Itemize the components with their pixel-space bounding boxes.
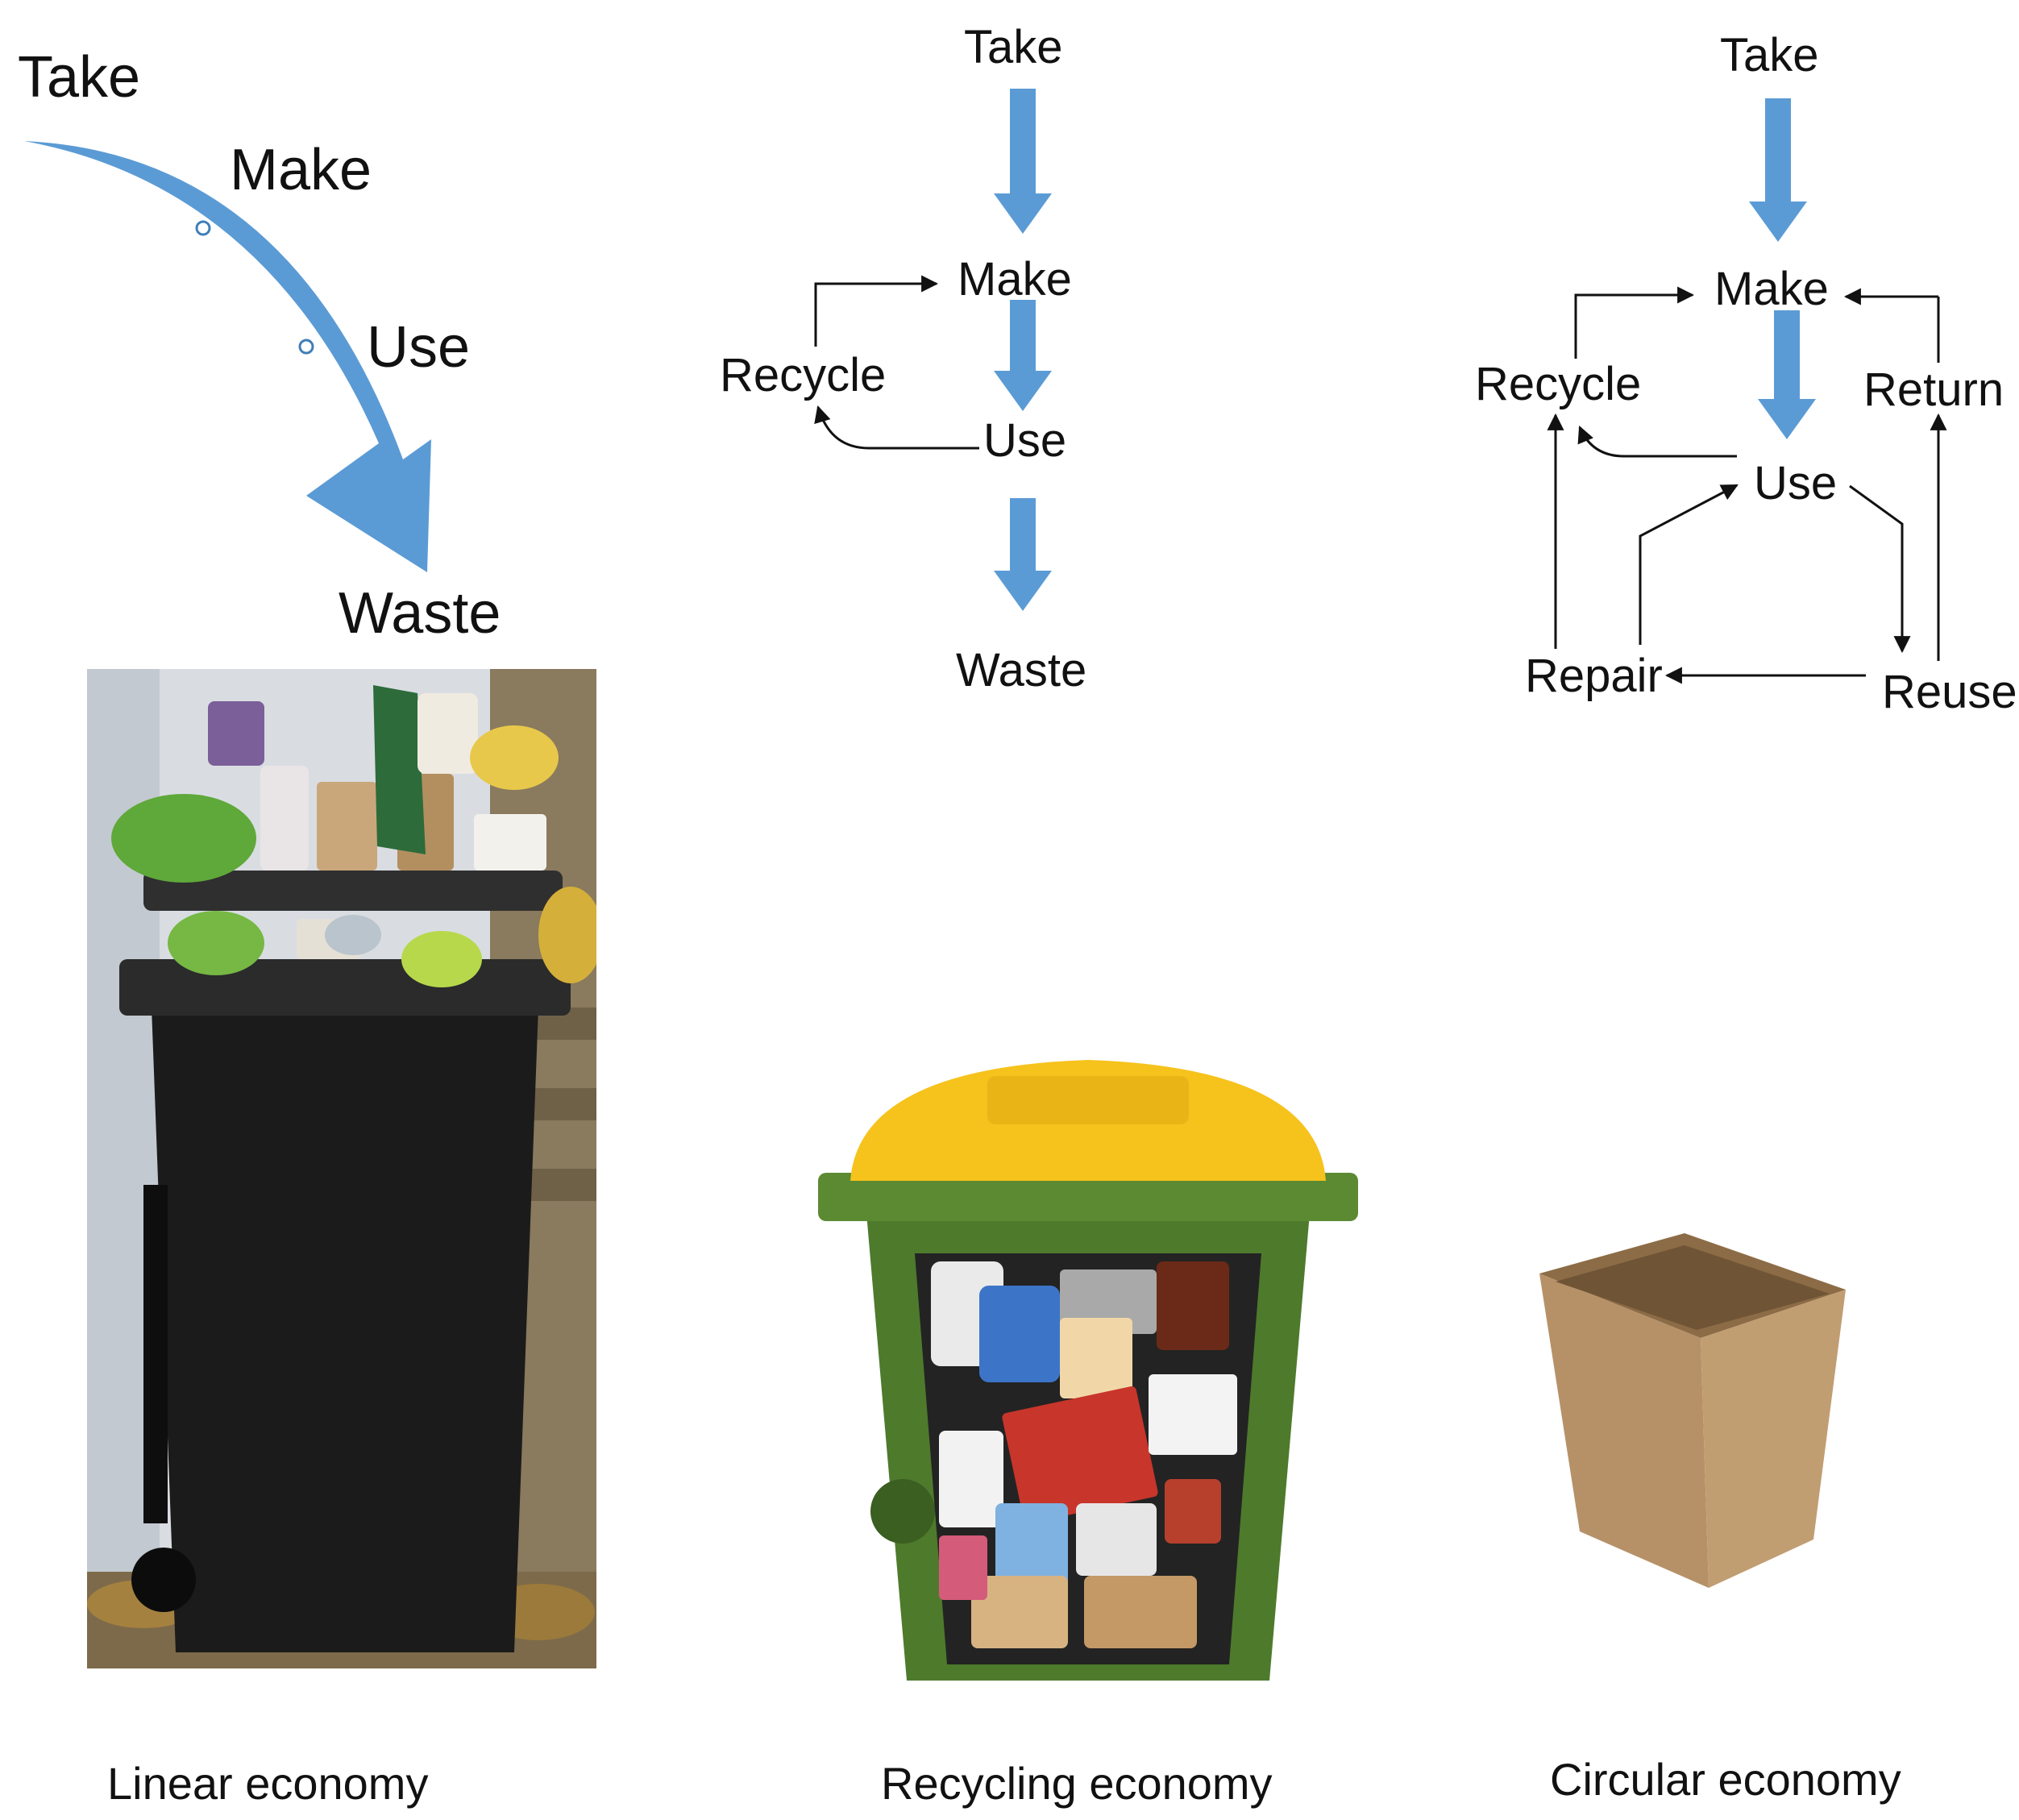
circular-reuse-label: Reuse — [1882, 666, 2017, 718]
recycling-bin-image — [818, 1060, 1358, 1681]
circular-make-label: Make — [1714, 263, 1829, 315]
recycling-waste-label: Waste — [956, 644, 1087, 696]
linear-take-label: Take — [18, 45, 141, 110]
linear-waste-label: Waste — [339, 581, 501, 646]
recycling-use-label: Use — [983, 414, 1067, 467]
overflowing-black-bin-image — [87, 669, 596, 1668]
linear-make-label: Make — [230, 138, 372, 202]
recycling-recycle-label: Recycle — [720, 349, 887, 401]
recycling-economy-caption: Recycling economy — [881, 1758, 1273, 1809]
circular-use-label: Use — [1754, 457, 1838, 509]
linear-use-label: Use — [367, 315, 471, 380]
circular-repair-label: Repair — [1525, 650, 1663, 702]
circular-take-label: Take — [1720, 29, 1819, 81]
circular-recycle-label: Recycle — [1475, 358, 1642, 410]
recycling-make-label: Make — [958, 253, 1072, 305]
circular-economy-caption: Circular economy — [1550, 1754, 1901, 1805]
cardboard-box-image — [1539, 1233, 1846, 1588]
recycling-take-label: Take — [964, 21, 1063, 73]
linear-economy-caption: Linear economy — [107, 1758, 429, 1809]
circular-return-label: Return — [1863, 364, 2004, 416]
